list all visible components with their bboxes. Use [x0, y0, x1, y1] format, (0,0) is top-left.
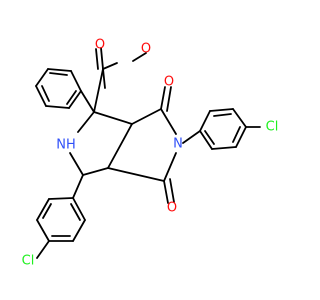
imide-ring — [107, 86, 177, 204]
imide-nitrogen-label: N — [173, 137, 183, 152]
chlorophenyl-ring-para — [182, 108, 261, 150]
meta-chlorine-label: Cl — [22, 254, 35, 269]
imide-carbonyl-oxygen-bottom-label: O — [167, 201, 177, 216]
para-chlorine-label: Cl — [266, 120, 279, 135]
structure-canvas: O O O O NH N Cl Cl — [22, 38, 279, 269]
ester-methyl-oxygen-label: O — [141, 42, 151, 57]
ester-carbonyl-oxygen-label: O — [95, 38, 105, 53]
methyl-ester-group — [95, 47, 147, 89]
pyrrolidine-ring — [69, 123, 133, 176]
quaternary-carbon-bonds — [77, 68, 133, 133]
phenyl-ring — [35, 68, 82, 109]
amine-nh-label: NH — [56, 138, 76, 153]
molecule-drawing: O O O O NH N Cl Cl — [22, 38, 279, 269]
chlorophenyl-ring-meta — [36, 174, 86, 259]
imide-carbonyl-oxygen-top-label: O — [164, 75, 174, 90]
